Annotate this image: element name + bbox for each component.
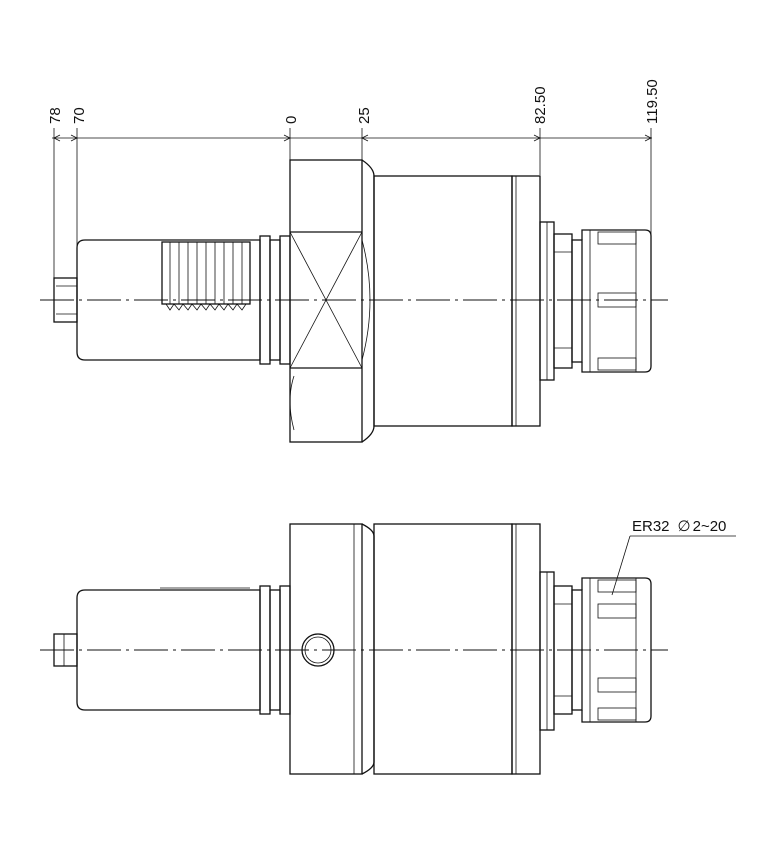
dim-label-25: 25 — [356, 107, 373, 124]
diameter-symbol-icon: ∅ — [678, 518, 691, 535]
dim-label-82-50: 82.50 — [532, 86, 549, 124]
bottom-collet-nut — [581, 577, 652, 723]
bottom-main-body — [289, 523, 541, 775]
bottom-cross-hole — [301, 633, 335, 667]
dim-label-0: 0 — [283, 116, 300, 124]
bottom-view — [40, 523, 736, 775]
top-nut — [539, 221, 583, 381]
dim-label-78: 78 — [47, 107, 64, 124]
er32-callout: ER32 ∅2~20 — [632, 518, 726, 535]
bottom-nut — [539, 571, 583, 731]
top-thread — [161, 241, 251, 311]
callout-prefix: ER32 — [632, 518, 670, 535]
dim-label-70: 70 — [71, 107, 88, 124]
dim-label-119-50: 119.50 — [644, 79, 661, 124]
top-main-body — [361, 159, 541, 443]
top-view — [40, 159, 668, 443]
top-collet-nut — [581, 229, 652, 373]
callout-range: 2~20 — [693, 518, 727, 535]
callout-leader — [611, 535, 736, 596]
top-hex-body — [289, 159, 371, 443]
dimension-lines — [52, 128, 652, 300]
